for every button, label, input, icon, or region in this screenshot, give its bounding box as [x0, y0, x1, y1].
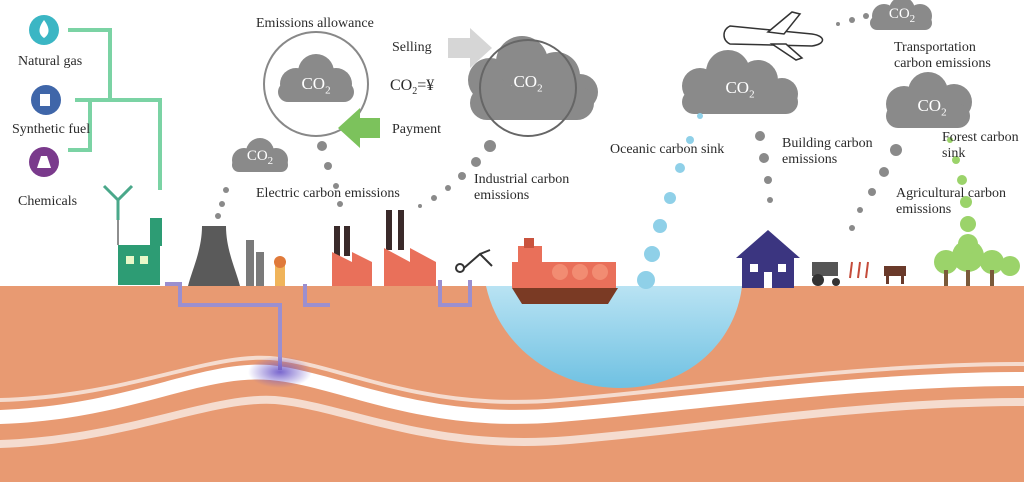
injection-well-icon: [274, 256, 286, 286]
cloud-building: [682, 50, 798, 114]
price-label: CO2=¥: [390, 77, 435, 98]
cloud-industrial: [468, 36, 598, 120]
feedstock-pipes: [68, 28, 162, 190]
injection-pipes: [165, 280, 472, 370]
oceanic-sink-label: Oceanic carbon sink: [610, 142, 725, 157]
agricultural-emissions-label-line1: Agricultural carbon: [896, 186, 1007, 201]
transport-emissions-label-line1: Transportation: [894, 40, 976, 55]
cloud-allowance: [278, 54, 354, 102]
co2-allowance-label: CO2: [301, 74, 331, 97]
cooling-tower-icon: [188, 226, 264, 286]
industrial-ring: [479, 39, 577, 137]
co2-electric-label: CO2: [246, 148, 274, 167]
airplane-icon: [723, 11, 824, 61]
co2-forest-label: CO2: [917, 96, 947, 119]
factory-2-icon: [384, 210, 436, 286]
electric-emissions-label: Electric carbon emissions: [256, 186, 400, 201]
forest-icon: [934, 240, 1020, 286]
industrial-emissions-label-line2: emissions: [474, 188, 530, 203]
storage-glow: [248, 356, 312, 388]
co2-industrial-label: CO2: [513, 72, 543, 95]
building-emissions-label-line1: Building carbon: [782, 136, 873, 151]
emissions-allowance-label: Emissions allowance: [256, 16, 374, 31]
farm-icon: [812, 261, 906, 286]
co2-transport-label: CO2: [888, 6, 916, 25]
payment-label: Payment: [392, 122, 441, 137]
cloud-transport: [870, 0, 932, 30]
synthetic-fuel-label: Synthetic fuel: [12, 122, 91, 137]
co2-clouds: [232, 0, 972, 172]
sink-dots-ocean: [637, 113, 703, 289]
house-icon: [736, 230, 800, 288]
selling-arrow: [448, 28, 492, 68]
payment-arrow: [338, 108, 380, 148]
forest-sink-label-line2: sink: [942, 146, 966, 161]
sink-dots-forest: [947, 137, 978, 254]
chemicals-label: Chemicals: [18, 194, 78, 209]
selling-label: Selling: [392, 40, 432, 55]
co2-building-label: CO2: [725, 78, 755, 101]
ocean: [486, 286, 742, 388]
factory-1-icon: [332, 226, 372, 286]
cloud-electric: [232, 138, 288, 172]
industrial-emissions-label-line1: Industrial carbon: [474, 172, 570, 187]
emission-dots: [215, 13, 902, 231]
natural-gas-label: Natural gas: [18, 54, 83, 69]
forest-sink-label-line1: Forest carbon: [942, 130, 1019, 145]
transport-emissions-label-line2: carbon emissions: [894, 56, 991, 71]
power-plant-icon: [102, 184, 162, 285]
building-emissions-label-line2: emissions: [782, 152, 838, 167]
cloud-forest: [886, 72, 972, 128]
allowance-ring: [263, 31, 369, 137]
capture-device-icon: [455, 249, 493, 273]
tanker-ship-icon: [512, 238, 618, 304]
agricultural-emissions-label-line2: emissions: [896, 202, 952, 217]
